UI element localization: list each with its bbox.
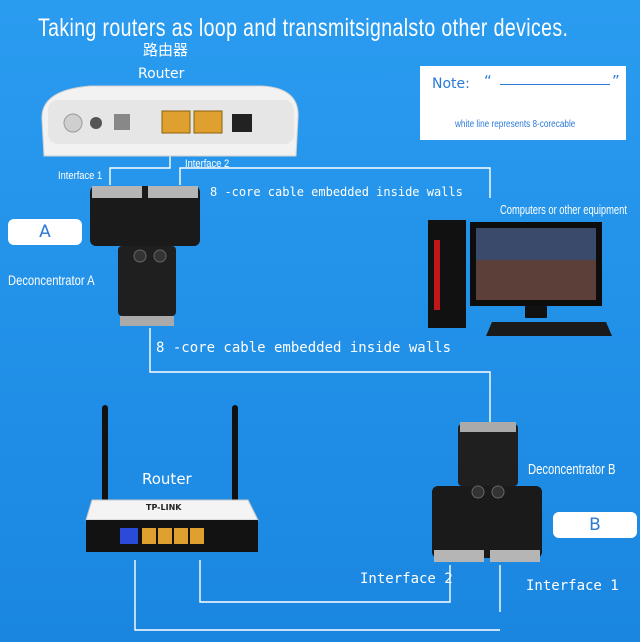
cable-a-to-b: [149, 328, 491, 425]
cable-lines: [109, 140, 501, 631]
upper-cable-label: 8 -core cable embedded inside walls: [210, 185, 463, 199]
computer-label: Computers or other equipment: [500, 202, 627, 217]
note-box: [420, 66, 626, 140]
note-sample-line: [500, 84, 610, 85]
wifi-router-illustration: [85, 405, 259, 552]
note-text: white line represents 8-corecable: [455, 119, 576, 130]
wifi-router-label: Router: [142, 470, 192, 488]
cable-interface-2-top: [179, 167, 491, 198]
note-label: Note:: [432, 76, 470, 92]
note-quote-open: “: [484, 72, 492, 90]
deconcentrator-b-illustration: [432, 422, 542, 562]
interface-1-bottom-label: Interface 1: [526, 578, 619, 594]
top-router-chinese-label: 路由器: [143, 41, 189, 59]
deconcentrator-b-label: Deconcentrator B: [528, 461, 616, 478]
top-router-illustration: [41, 85, 299, 157]
badge-b: B: [553, 512, 637, 538]
middle-cable-label: 8 -core cable embedded inside walls: [156, 340, 452, 356]
page-title: Taking routers as loop and transmitsigna…: [38, 14, 569, 42]
badge-a: A: [8, 219, 82, 245]
cable-router-left: [134, 560, 500, 631]
deconcentrator-a-label: Deconcentrator A: [8, 272, 95, 288]
wifi-router-brand: TP-LINK: [146, 503, 182, 512]
interface-1-top-label: Interface 1: [58, 170, 103, 182]
cable-b-to-router: [199, 560, 451, 603]
interface-2-top-label: Interface 2: [185, 158, 230, 170]
top-router-label: Router: [138, 66, 185, 82]
interface-2-bottom-label: Interface 2: [360, 571, 453, 587]
note-quote-close: ”: [612, 72, 620, 90]
computer-illustration: [428, 220, 612, 336]
deconcentrator-a-illustration: [90, 186, 200, 326]
